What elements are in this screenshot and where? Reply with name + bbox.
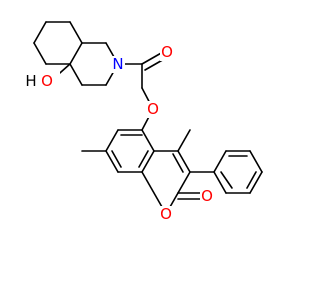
bond xyxy=(69,42,83,65)
atom-mask xyxy=(160,44,174,61)
bond xyxy=(177,129,191,152)
bond xyxy=(138,150,149,168)
bond xyxy=(33,42,47,65)
atom-mask xyxy=(146,101,160,118)
bond xyxy=(213,150,227,173)
bonds xyxy=(33,21,263,215)
bond xyxy=(33,21,47,44)
lactone-ring-o-label: O xyxy=(160,205,172,223)
bond xyxy=(172,153,184,173)
bond xyxy=(249,171,263,194)
atom-mask xyxy=(159,206,173,223)
bond xyxy=(105,129,119,152)
bond xyxy=(141,129,155,152)
bond xyxy=(220,171,233,189)
bond xyxy=(105,150,119,173)
hydroxyl-h-label: H xyxy=(25,72,36,90)
atom-mask xyxy=(111,56,125,73)
ketone-o-label: O xyxy=(161,43,173,61)
bond xyxy=(111,150,122,168)
bond xyxy=(69,21,83,44)
bond xyxy=(69,63,83,86)
atom-mask xyxy=(22,71,60,89)
ether-o-label: O xyxy=(147,100,159,118)
bond xyxy=(141,51,164,65)
hydroxyl-o-label: O xyxy=(41,72,53,90)
atom-mask xyxy=(200,188,214,205)
bond xyxy=(177,150,191,173)
bond xyxy=(141,150,155,173)
molecule-structure: H O N O O O O xyxy=(22,21,263,223)
amine-n-label: N xyxy=(112,55,123,73)
lactone-carbonyl-o-label: O xyxy=(201,187,213,205)
bond xyxy=(246,171,257,189)
bond xyxy=(249,150,263,173)
bond xyxy=(177,171,191,194)
atom-labels: H O N O O O O xyxy=(22,43,214,223)
bond xyxy=(213,171,227,194)
